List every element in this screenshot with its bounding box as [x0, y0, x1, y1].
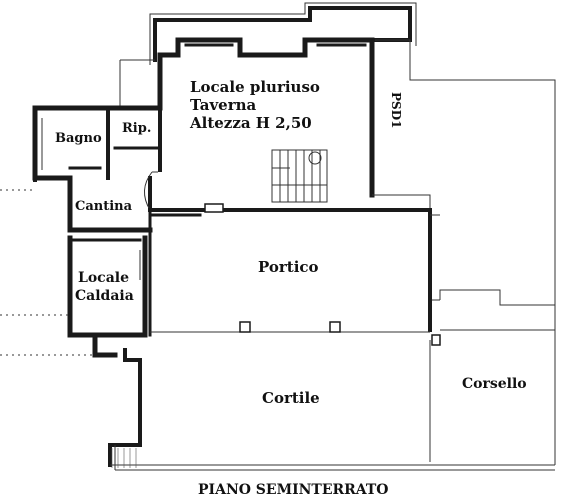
left-margin-lines [0, 189, 95, 356]
bagno-rip-block [32, 103, 163, 182]
room-label-cantina: Cantina [75, 199, 133, 214]
staircase [271, 149, 328, 203]
portico-walls [148, 203, 440, 337]
plan-title: PIANO SEMINTERRATO [198, 482, 389, 498]
room-label-cortile: Cortile [262, 389, 320, 407]
room-label-rip: Rip. [122, 121, 151, 136]
room-label-caldaia-line1: Locale [78, 270, 129, 286]
corsello-edge [440, 329, 556, 465]
room-label-locale-line2: Taverna [190, 96, 257, 114]
room-label-bagno: Bagno [55, 131, 102, 146]
cortile-walls [92, 332, 555, 471]
bottom-hatch [111, 448, 137, 468]
room-label-caldaia-line2: Caldaia [75, 288, 134, 304]
room-label-portico: Portico [258, 258, 319, 276]
caldaia-walls [67, 235, 148, 338]
room-label-locale-line1: Locale pluriuso [190, 78, 320, 96]
room-label-locale-line3: Altezza H 2,50 [189, 114, 312, 132]
taverna-walls [157, 37, 375, 198]
room-label-corsello: Corsello [462, 376, 527, 392]
side-note: PSD1 [389, 92, 403, 128]
right-boundary [372, 39, 556, 330]
